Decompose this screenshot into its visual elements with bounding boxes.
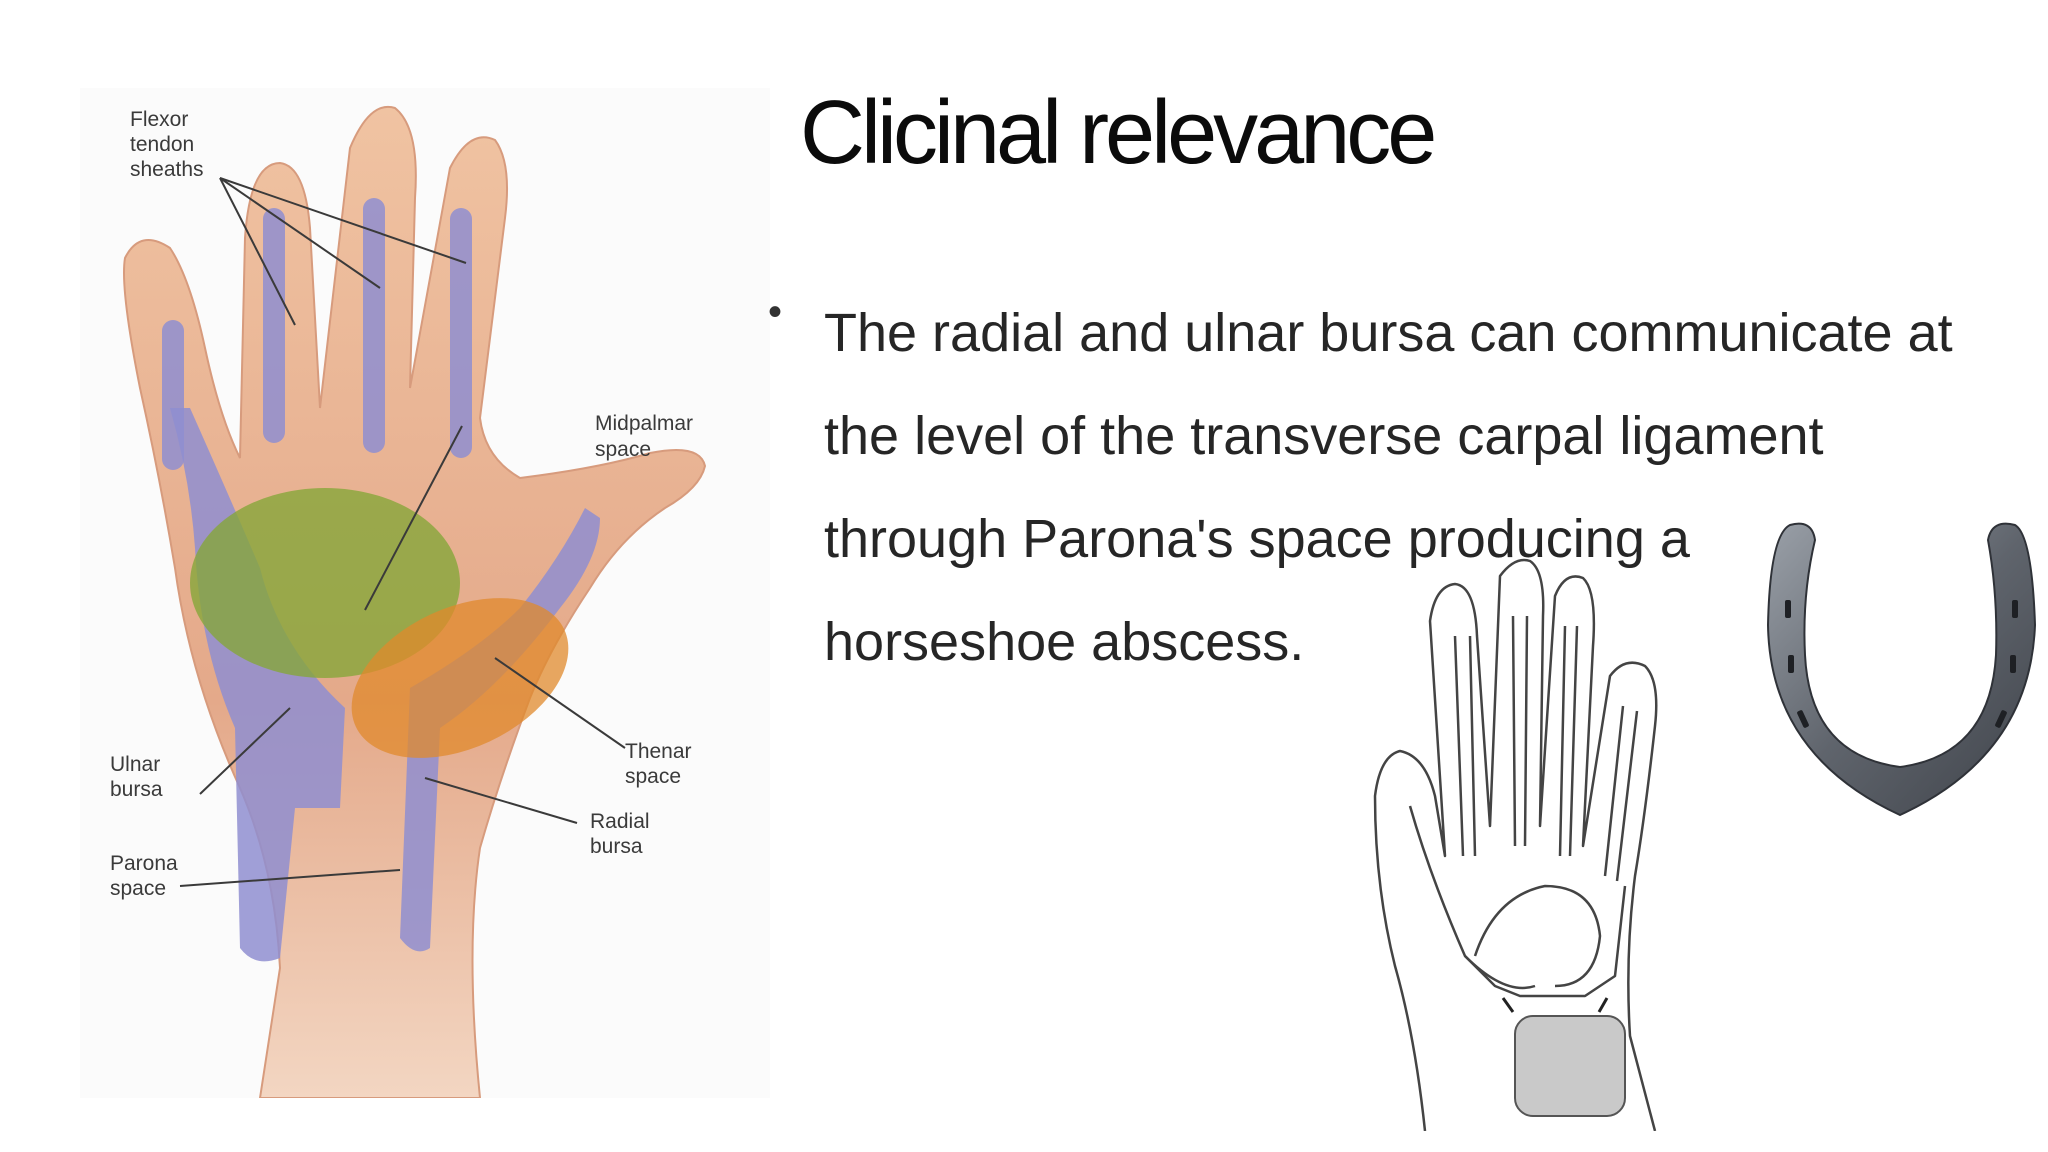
middle-finger-sheath [363, 198, 385, 453]
bullet-line-4: horseshoe abscess. [824, 612, 1305, 672]
bullet-list: • The radial and ulnar bursa can communi… [768, 282, 2028, 694]
hand-outline-strokes [1373, 558, 1658, 1132]
bullet-text: The radial and ulnar bursa can communica… [824, 282, 2028, 694]
parona-space-shading [1514, 1015, 1626, 1117]
hand-line-drawing [1355, 556, 1725, 1132]
ulnar-label: Ulnar bursa [110, 753, 166, 801]
thenar-space-shape [351, 598, 569, 758]
horseshoe-image [1760, 505, 2048, 835]
bullet-line-3: through Parona's space producing a [824, 509, 1690, 569]
hand-sketch-svg [1373, 558, 1658, 1132]
bullet-dot: • [768, 290, 783, 334]
midpalmar-label: Midpalmar space [595, 412, 699, 461]
index-finger-sheath [450, 208, 472, 458]
hand-anatomy-svg: Flexor tendon sheaths Midpalmar space Th… [80, 88, 770, 1099]
label-leader-lines [179, 177, 626, 887]
slide-title: Clicinal relevance [800, 83, 1437, 183]
bullet-line-2: the level of the transverse carpal ligam… [824, 406, 1824, 466]
flexor-label: Flexor tendon sheaths [130, 108, 204, 181]
parona-label: Parona space [110, 852, 184, 900]
ring-finger-sheath [263, 208, 285, 443]
nail-holes [1785, 600, 2018, 728]
horseshoe-icon [1766, 522, 2037, 817]
bullet-line-1: The radial and ulnar bursa can communica… [824, 303, 1953, 363]
midpalmar-space-shape [190, 488, 460, 678]
horseshoe-shape [1766, 522, 2037, 817]
thenar-label: Thenar space [625, 740, 697, 788]
hand-anatomy-illustration: Flexor tendon sheaths Midpalmar space Th… [80, 88, 770, 1099]
flow-arrows [1501, 997, 1609, 1013]
radial-label: Radial bursa [590, 810, 655, 858]
bullet-item: • The radial and ulnar bursa can communi… [768, 282, 2028, 694]
